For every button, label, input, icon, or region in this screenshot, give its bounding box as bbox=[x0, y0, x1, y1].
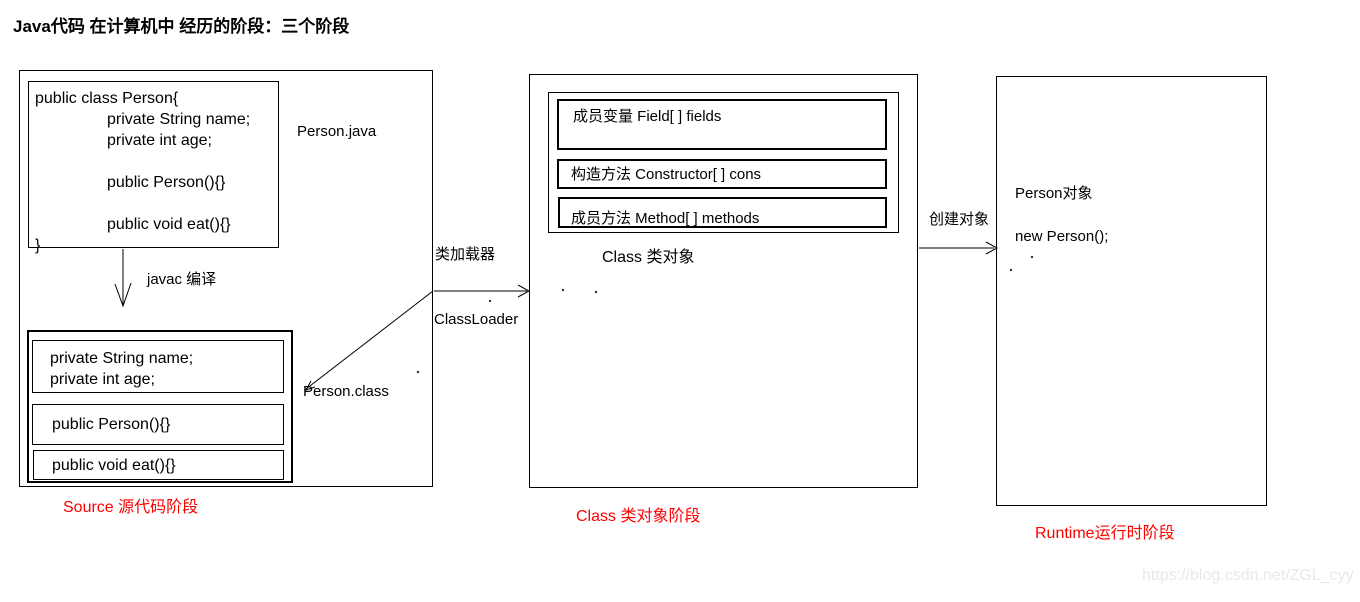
source-code-text: public class Person{ private String name… bbox=[35, 90, 251, 254]
class-stage-label: Class 类对象阶段 bbox=[576, 508, 701, 525]
class-file-fields-box: private String name; private int age; bbox=[32, 340, 284, 393]
member-fields-text: 成员变量 Field[ ] fields bbox=[573, 108, 722, 125]
class-loader-label-cn: 类加载器 bbox=[435, 246, 496, 263]
create-object-arrow bbox=[919, 241, 999, 255]
class-object-label: Class 类对象 bbox=[602, 249, 695, 266]
watermark: https://blog.csdn.net/ZGL_cyy bbox=[1142, 567, 1354, 584]
source-stage-label: Source 源代码阶段 bbox=[63, 499, 199, 516]
runtime-stage-box bbox=[996, 76, 1267, 506]
class-loader-label-en: ClassLoader bbox=[434, 311, 519, 328]
runtime-stage-label: Runtime运行时阶段 bbox=[1035, 525, 1175, 542]
person-java-label: Person.java bbox=[297, 123, 377, 140]
person-object-label: Person对象 bbox=[1015, 185, 1093, 202]
page-title: Java代码 在计算机中 经历的阶段：三个阶段 bbox=[13, 17, 350, 36]
person-class-label: Person.class bbox=[303, 383, 389, 400]
classloader-arrow bbox=[434, 284, 531, 298]
class-file-fields-text: private String name; private int age; bbox=[50, 350, 194, 388]
member-method-box: 成员方法 Method[ ] methods bbox=[558, 197, 887, 228]
create-object-label: 创建对象 bbox=[929, 211, 990, 228]
javac-compile-label: javac 编译 bbox=[147, 271, 217, 288]
member-fields-box: 成员变量 Field[ ] fields bbox=[557, 99, 887, 150]
source-code-box: public class Person{ private String name… bbox=[28, 81, 279, 254]
class-file-method-text: public void eat(){} bbox=[52, 457, 176, 474]
class-file-method-box: public void eat(){} bbox=[33, 450, 284, 480]
class-file-constructor-box: public Person(){} bbox=[32, 404, 284, 445]
member-constructor-text: 构造方法 Constructor[ ] cons bbox=[571, 166, 762, 183]
member-method-text: 成员方法 Method[ ] methods bbox=[571, 210, 760, 227]
member-constructor-box: 构造方法 Constructor[ ] cons bbox=[557, 159, 887, 189]
class-file-constructor-text: public Person(){} bbox=[52, 416, 171, 433]
new-person-code: new Person(); bbox=[1015, 228, 1109, 245]
